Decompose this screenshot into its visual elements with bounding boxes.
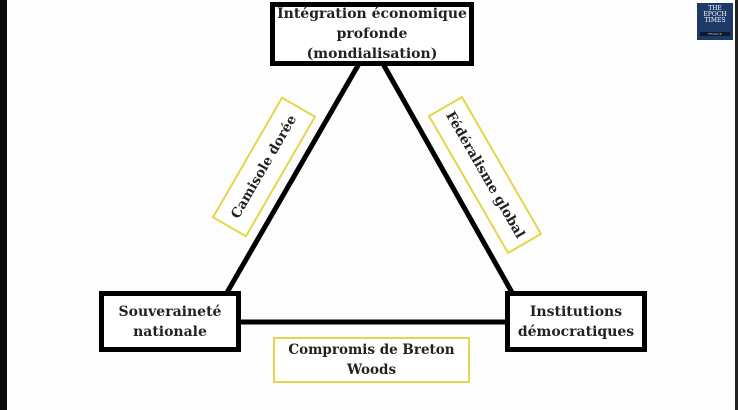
node-globalization: Intégration économique profonde (mondial…	[270, 2, 474, 66]
edge-label-bretton-woods: Compromis de Breton Woods	[273, 337, 470, 383]
logo-sub: FRANCE	[700, 32, 730, 36]
node-sovereignty-line1: Souveraineté	[118, 303, 222, 320]
node-democratic-institutions: Institutions démocratiques	[505, 291, 647, 352]
edge-left-line	[222, 60, 363, 298]
edge-right-line	[379, 60, 517, 298]
bretton-woods-line1: Compromis de Breton	[288, 342, 455, 358]
node-globalization-line1: Intégration économique	[277, 6, 467, 22]
logo-line1: THE	[708, 5, 722, 12]
node-institutions-line2: démocratiques	[517, 323, 635, 340]
logo-line2: EPOCH	[703, 11, 727, 18]
bretton-woods-line2: Woods	[346, 362, 397, 378]
logo-line3: TIMES	[704, 17, 726, 24]
node-national-sovereignty: Souveraineté nationale	[99, 291, 241, 352]
right-border	[735, 0, 738, 410]
node-institutions-line1: Institutions	[529, 303, 623, 320]
epoch-times-logo: THE EPOCH TIMES FRANCE	[697, 3, 733, 40]
node-globalization-line2: profonde (mondialisation)	[306, 26, 438, 62]
node-sovereignty-line2: nationale	[133, 323, 207, 340]
left-border	[0, 0, 7, 410]
